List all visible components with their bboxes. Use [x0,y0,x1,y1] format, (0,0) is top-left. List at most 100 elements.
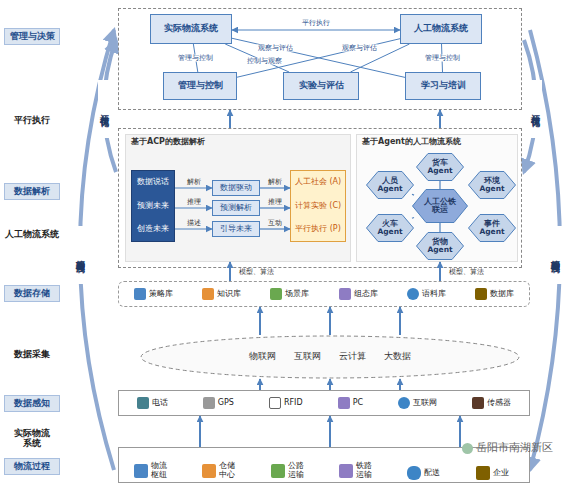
row-item: 铁路运输 [339,462,377,480]
node-text: 人工物流系统 [414,24,468,34]
layer-box: 管理与决策 [4,28,60,45]
node-text: 数据说话 [137,178,169,187]
connector-label: 模型、算法 [238,268,275,275]
flow-arrow [229,110,231,128]
function-box: 学习与培训 [405,72,481,100]
agent-hexagon: 人员Agent [366,171,414,199]
cloud-outline [140,335,520,379]
row-item: 互联网 [398,397,437,409]
row-item: 数据库 [475,288,514,300]
agent-hexagon: 货物Agent [416,232,464,260]
flow-arrow [459,416,461,447]
node-text: 学习与培训 [421,81,466,90]
data-row: 策略库知识库场景库组态库语料库数据库 [118,281,530,307]
group-frame: 基于ACP的数据解析数据说话预测未来创造未来 数据驱动预测解析引导未来 人工社会 (… [118,128,522,268]
row-item: GPS [203,397,234,409]
node-text: 货物Agent [424,238,456,254]
node-text: 创造未来 [137,225,169,234]
watermark: 岳阳市南湖新区 [462,441,567,455]
arc-label: 评估与优化 [529,80,542,138]
row-item: 组态库 [339,288,378,300]
layer-label: 人工物流系统 [4,228,60,242]
layer-label: 实际物流系统 [12,426,52,452]
hexagon-shape [417,233,464,260]
hexagon-shape [367,215,414,242]
connector-label: 解析 [267,179,283,186]
row-item: 企业 [476,466,514,480]
arc-label: 评估与优化 [98,80,111,138]
layer-box: 物流过程 [4,458,60,475]
region-box: 基于Agent的人工物流系统人员Agent货车Agent环境Agent人工公铁联… [356,134,518,262]
hexagon-shape [413,190,468,223]
node-text: 人工社会 (A) [295,178,341,187]
node-text: 引导未来 [220,225,252,234]
flow-arrow [399,307,401,335]
row-item: 仓储中心 [202,462,240,480]
flow-arrow [199,416,201,447]
process-box: 引导未来 [212,221,260,237]
function-box: 管理与控制 [163,72,237,100]
node-text: 数据解析 [14,187,50,197]
region-heading: 基于ACP的数据解析 [131,138,205,147]
hexagon-shape [417,154,464,181]
row-item: PC [338,397,363,409]
system-box: 实际物流系统 [150,14,232,44]
agent-hexagon: 事件Agent [468,214,516,242]
connector-label: 观察与评估 [257,45,294,52]
flow-arrow [259,379,261,390]
node-text: 货车Agent [424,159,456,175]
node-text: 火车Agent [374,220,406,236]
flow-arrow [439,262,441,281]
node-text: 管理与控制 [178,81,223,90]
flow-arrow [329,307,331,335]
connector-label: 管理与控制 [424,55,461,62]
process-box: 数据驱动 [212,180,260,196]
connector-label: 推理 [186,199,202,206]
node-text: 人员Agent [374,177,406,193]
process-box: 数据说话预测未来创造未来 [131,170,175,242]
node-text: 预测解析 [220,204,252,213]
row-item: 物流枢纽 [134,462,172,480]
connector-label: 模型、算法 [448,268,485,275]
data-row: 电话GPSRFIDPC互联网传感器 [118,390,530,416]
row-item: 配送 [407,466,445,480]
arc-label: 管理与控制 [549,226,562,284]
node-text: 大数据 [384,352,411,362]
flow-arrow [232,30,400,31]
node-text: 环境Agent [476,177,508,193]
flow-arrow [259,307,261,335]
cloud-shape: 物联网互联网云计算大数据 [140,335,520,379]
node-text: 云计算 [339,352,366,362]
function-box: 实验与评估 [283,72,359,100]
node-text: 物流过程 [14,462,50,472]
row-item: 公路运输 [271,462,309,480]
node-text: 物联网 [249,352,276,362]
flow-arrow [439,110,441,128]
hexagon-shape [469,172,516,199]
node-text: 实验与评估 [299,81,344,90]
process-box: 人工社会 (A) 计算实验 (C) 平行执行 (P) [290,170,346,242]
layer-label: 数据采集 [4,348,60,362]
node-text: 平行执行 (P) [295,225,341,234]
layer-box: 数据感知 [4,395,60,412]
node-text: 实际物流系统 [164,24,218,34]
layer-label: 平行执行 [4,114,60,128]
connector-label: 互动 [267,220,283,227]
node-text: 数据感知 [14,399,50,409]
connector-label: 解析 [186,179,202,186]
hexagon-shape [367,172,414,199]
row-item: RFID [269,397,303,409]
node-text: 计算实验 (C) [295,202,341,211]
node-text: 事件Agent [476,220,508,236]
agent-hexagon: 环境Agent [468,171,516,199]
flow-arrow [229,262,231,281]
row-item: 传感器 [472,397,511,409]
node-text: 数据存储 [14,289,50,299]
node-text: 人工公铁联运 [424,198,456,214]
process-box: 预测解析 [212,200,260,216]
agent-hexagon: 火车Agent [366,214,414,242]
row-item: 语料库 [407,288,446,300]
agent-hexagon: 人工公铁联运 [412,189,468,223]
layer-box: 数据存储 [4,285,60,302]
